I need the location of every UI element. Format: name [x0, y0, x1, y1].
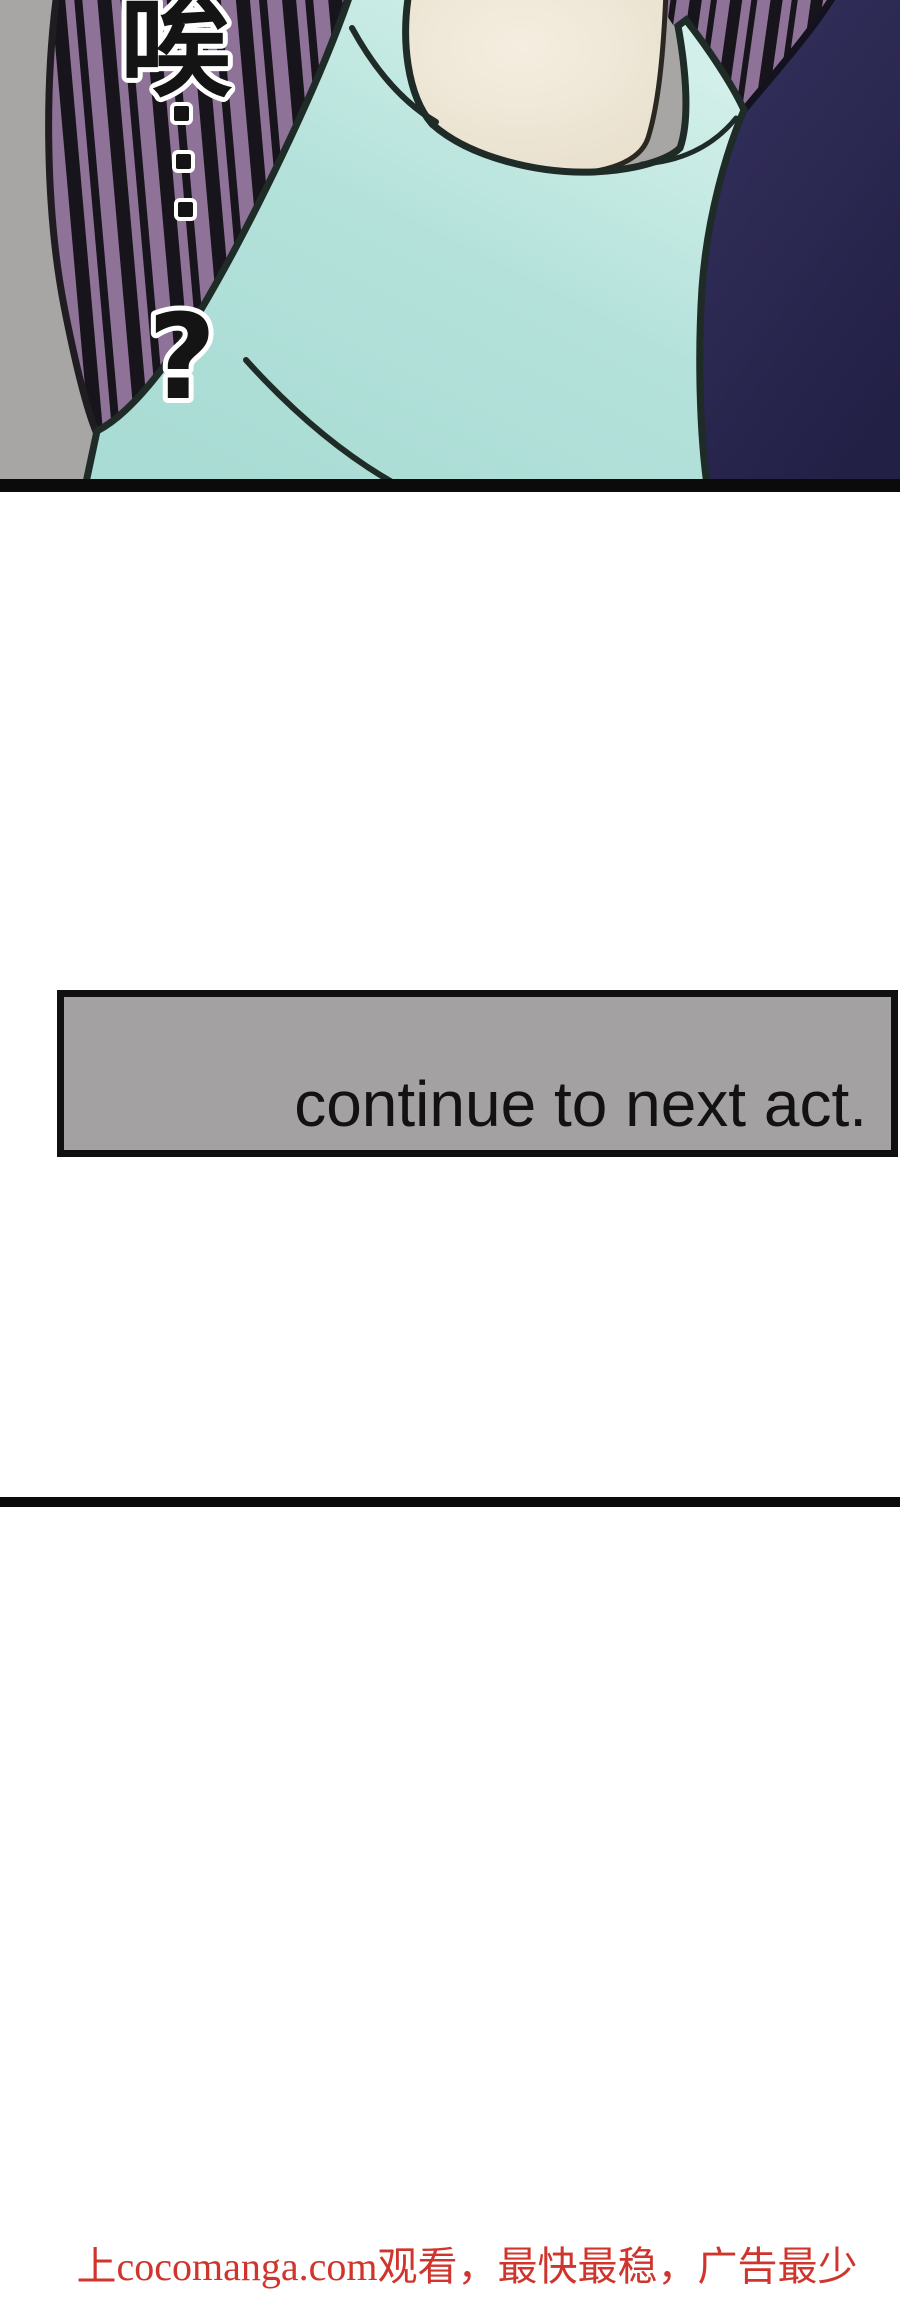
speech-vertical-ellipsis [170, 102, 197, 221]
speech-question-mark: ? [148, 288, 216, 426]
ellipsis-dot [174, 198, 197, 221]
speech-exclamation-char: 唉 [120, 0, 233, 113]
ellipsis-dot [170, 102, 193, 125]
collar-seam-line [349, 25, 439, 125]
mint-sweater [80, 0, 748, 492]
continue-banner[interactable]: continue to next act. [57, 990, 898, 1157]
collar-crease-line [639, 115, 739, 167]
panel-bottom-border [0, 479, 900, 492]
ellipsis-dot [172, 150, 195, 173]
manga-panel: 唉 ? [0, 0, 900, 492]
footer-ad-text: 上cocomanga.com观看，最快最稳，广告最少 [76, 2244, 858, 2289]
section-divider-line [0, 1497, 900, 1507]
striped-fabric-top-right [656, 0, 843, 107]
continue-banner-label: continue to next act. [294, 1068, 867, 1140]
